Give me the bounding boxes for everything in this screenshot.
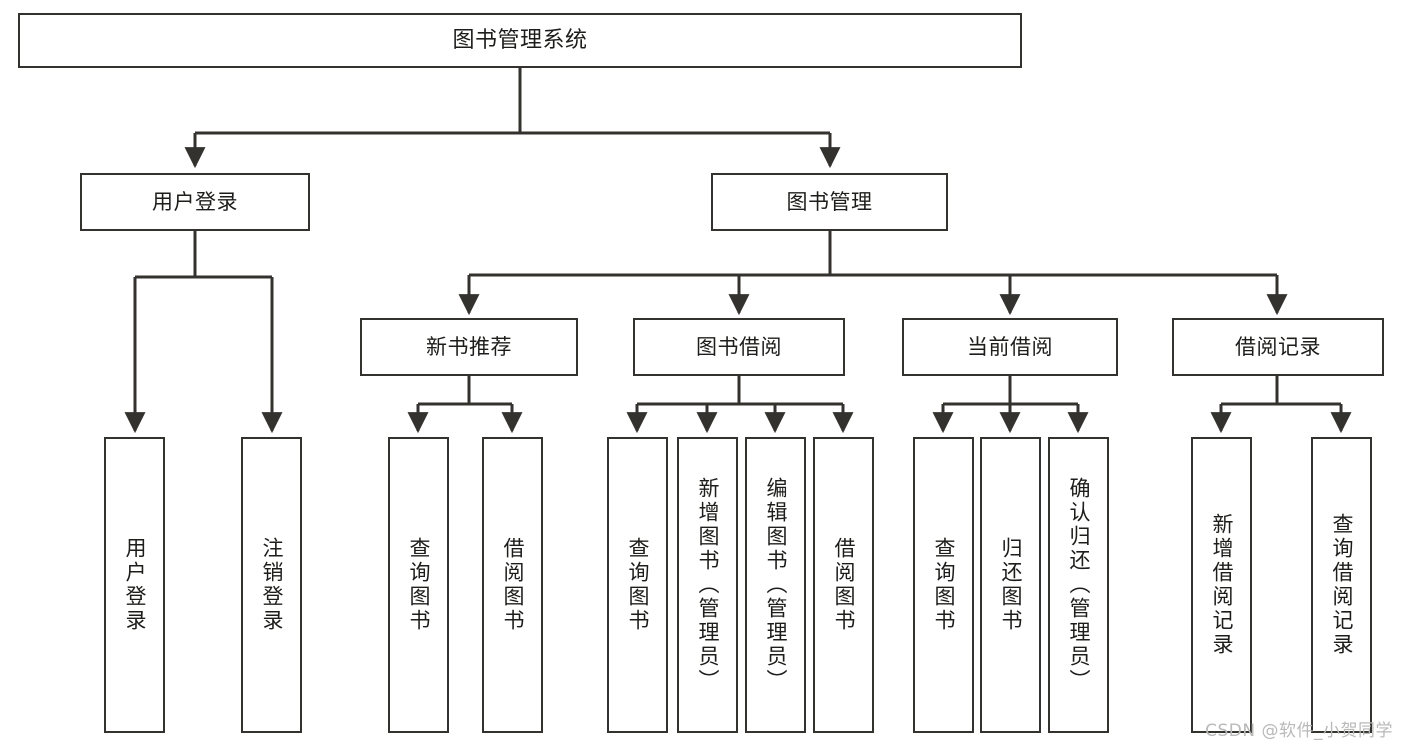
node-label: 用户登录 (152, 189, 238, 214)
node-label: 图书管理系统 (452, 27, 588, 53)
node-label: 新书推荐 (426, 334, 512, 359)
leaf-confirm-return-admin[interactable]: 确认归还（管理员） (1048, 437, 1109, 733)
node-label: 查询图书 (626, 537, 650, 633)
node-label: 查询借阅记录 (1330, 513, 1354, 657)
leaf-user-login[interactable]: 用户登录 (104, 437, 165, 733)
leaf-add-borrow-record[interactable]: 新增借阅记录 (1191, 437, 1252, 733)
node-root-book-management-system[interactable]: 图书管理系统 (18, 13, 1022, 68)
node-borrow-record[interactable]: 借阅记录 (1172, 318, 1384, 376)
node-label: 借阅图书 (832, 537, 856, 633)
leaf-add-book-admin[interactable]: 新增图书（管理员） (677, 437, 738, 733)
leaf-query-book-from-borrow[interactable]: 查询图书 (607, 437, 668, 733)
node-label: 图书管理 (786, 189, 873, 214)
leaf-borrow-book-from-borrow[interactable]: 借阅图书 (813, 437, 874, 733)
node-current-borrow[interactable]: 当前借阅 (902, 318, 1118, 376)
node-user-login[interactable]: 用户登录 (80, 173, 310, 231)
node-label: 用户登录 (123, 537, 147, 633)
node-label: 查询图书 (932, 537, 956, 633)
leaf-query-book-from-current[interactable]: 查询图书 (913, 437, 974, 733)
node-label: 当前借阅 (967, 334, 1053, 359)
leaf-query-book-from-recommend[interactable]: 查询图书 (388, 437, 449, 733)
csdn-watermark: CSDN @软件_小贺同学 (1205, 721, 1393, 741)
leaf-query-borrow-record[interactable]: 查询借阅记录 (1311, 437, 1372, 733)
leaf-return-book[interactable]: 归还图书 (980, 437, 1041, 733)
node-label: 新增图书（管理员） (696, 477, 720, 693)
node-new-book-recommend[interactable]: 新书推荐 (360, 318, 578, 376)
node-label: 借阅记录 (1235, 334, 1321, 359)
leaf-logout[interactable]: 注销登录 (241, 437, 302, 733)
leaf-borrow-book-from-recommend[interactable]: 借阅图书 (482, 437, 543, 733)
node-book-borrow[interactable]: 图书借阅 (633, 318, 845, 376)
node-label: 注销登录 (260, 537, 284, 633)
node-label: 借阅图书 (501, 537, 525, 633)
node-label: 图书借阅 (696, 334, 782, 359)
node-label: 查询图书 (407, 537, 431, 633)
leaf-edit-book-admin[interactable]: 编辑图书（管理员） (745, 437, 806, 733)
node-label: 归还图书 (999, 537, 1023, 633)
node-book-management[interactable]: 图书管理 (711, 173, 948, 231)
node-label: 确认归还（管理员） (1067, 477, 1091, 693)
node-label: 编辑图书（管理员） (764, 477, 788, 693)
node-label: 新增借阅记录 (1210, 513, 1234, 657)
